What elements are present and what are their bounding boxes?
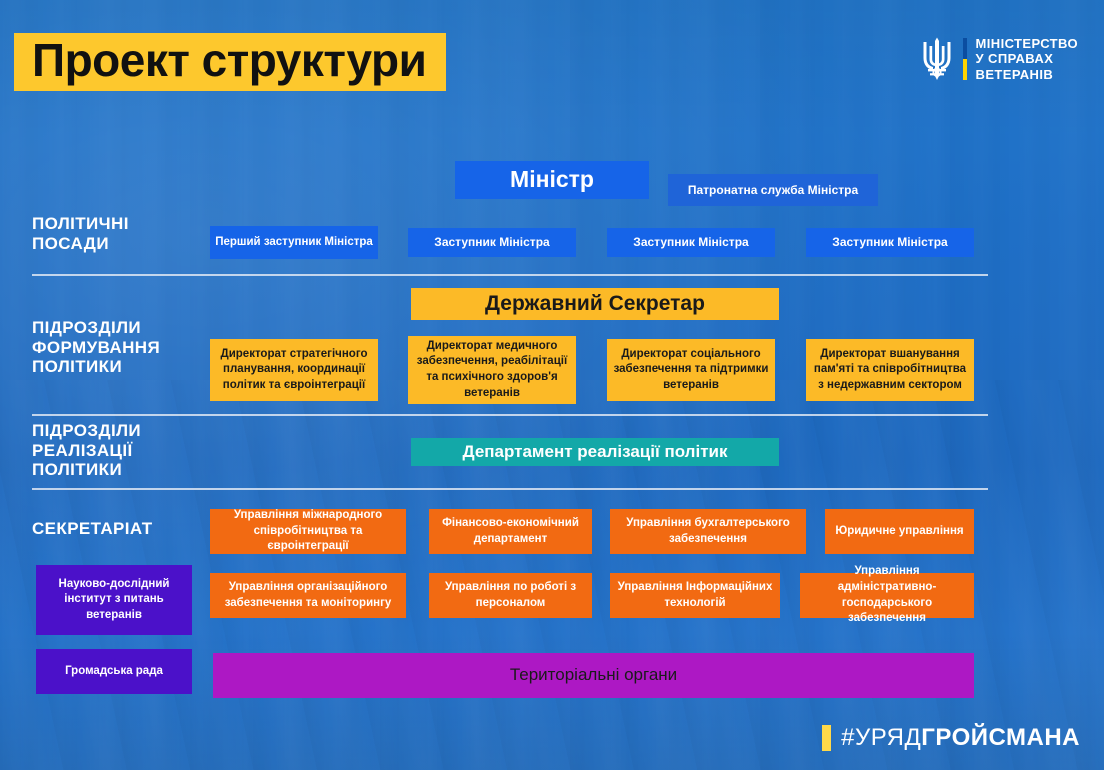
node-unit-accounting-label: Управління бухгалтерського забезпечення xyxy=(626,516,790,545)
node-unit-legal[interactable]: Юридичне управління xyxy=(825,509,974,554)
section-label-policy-forming-line3: ПОЛІТИКИ xyxy=(32,357,123,377)
ministry-logo: МІНІСТЕРСТВО У СПРАВАХ ВЕТЕРАНІВ xyxy=(920,36,1078,82)
footer-hashtag-thin: #УРЯД xyxy=(841,724,922,751)
section-label-political: ПОЛІТИЧНІ ПОСАДИ xyxy=(32,214,129,253)
node-research-institute[interactable]: Науково-дослідний інститут з питань вете… xyxy=(36,565,192,635)
node-unit-hr-label: Управління по роботі з персоналом xyxy=(444,580,577,609)
node-unit-administrative-label: Управління адміністративно-господарськог… xyxy=(837,565,937,625)
node-public-council[interactable]: Громадська рада xyxy=(36,649,192,694)
node-directorate-medical-label: Директорат медичного забезпечення, реабі… xyxy=(416,339,568,399)
node-directorate-strategic-planning-label: Директорат стратегічного планування, коо… xyxy=(220,347,368,391)
node-directorate-memory[interactable]: Директорат вшанування пам'яті та співроб… xyxy=(806,339,974,401)
node-research-institute-label: Науково-дослідний інститут з питань вете… xyxy=(58,577,170,621)
section-label-policy-forming-line1: ПІДРОЗДІЛИ xyxy=(32,318,142,337)
section-label-policy-forming: ПІДРОЗДІЛИ ФОРМУВАННЯ ПОЛІТИКИ xyxy=(32,318,160,377)
node-directorate-strategic-planning[interactable]: Директорат стратегічного планування, коо… xyxy=(210,339,378,401)
node-territorial-bodies-label: Територіальні органи xyxy=(509,665,678,685)
node-deputy-minister-2-label: Заступник Міністра xyxy=(633,235,749,250)
node-unit-finance[interactable]: Фінансово-економічний департамент xyxy=(429,509,592,554)
node-unit-organizational-label: Управління організаційного забезпечення … xyxy=(224,580,392,609)
footer-accent-bar xyxy=(822,725,832,751)
node-directorate-memory-label: Директорат вшанування пам'яті та співроб… xyxy=(813,347,967,391)
node-unit-organizational[interactable]: Управління організаційного забезпечення … xyxy=(210,573,406,618)
section-label-secretariat: СЕКРЕТАРІАТ xyxy=(32,519,153,539)
node-unit-administrative[interactable]: Управління адміністративно-господарськог… xyxy=(800,565,974,624)
node-unit-international-cooperation[interactable]: Управління міжнародного співробітництва … xyxy=(210,509,406,554)
divider-policy-forming xyxy=(32,414,988,416)
divider-policy-implementation xyxy=(32,488,988,490)
node-deputy-minister-2[interactable]: Заступник Міністра xyxy=(607,228,775,257)
node-implementation-department[interactable]: Департамент реалізації політик xyxy=(411,438,779,466)
section-label-policy-implementation-line3: ПОЛІТИКИ xyxy=(32,460,123,480)
node-unit-legal-label: Юридичне управління xyxy=(835,524,964,537)
node-unit-it[interactable]: Управління Інформаційних технологій xyxy=(610,573,780,618)
section-label-political-line1: ПОЛІТИЧНІ xyxy=(32,214,129,233)
node-deputy-minister-3[interactable]: Заступник Міністра xyxy=(806,228,974,257)
section-label-political-line2: ПОСАДИ xyxy=(32,233,109,253)
node-implementation-department-label: Департамент реалізації політик xyxy=(462,441,728,461)
node-minister[interactable]: Міністр xyxy=(455,161,649,199)
page-title: Проект структури xyxy=(32,34,427,86)
node-patronage-service-label: Патронатна служба Міністра xyxy=(687,182,859,197)
node-deputy-minister-1[interactable]: Заступник Міністра xyxy=(408,228,576,257)
node-territorial-bodies[interactable]: Територіальні органи xyxy=(213,653,974,698)
node-first-deputy-minister-label: Перший заступник Міністра xyxy=(215,235,373,248)
node-unit-finance-label: Фінансово-економічний департамент xyxy=(442,516,579,545)
section-label-policy-forming-line2: ФОРМУВАННЯ xyxy=(32,337,161,357)
node-patronage-service[interactable]: Патронатна служба Міністра xyxy=(668,174,878,206)
section-label-policy-implementation: ПІДРОЗДІЛИ РЕАЛІЗАЦІЇ ПОЛІТИКИ xyxy=(32,421,141,480)
node-unit-accounting[interactable]: Управління бухгалтерського забезпечення xyxy=(610,509,806,554)
node-public-council-label: Громадська рада xyxy=(65,664,163,677)
footer-hashtag-text: #УРЯДГРОЙСМАНА xyxy=(841,724,1080,752)
node-deputy-minister-3-label: Заступник Міністра xyxy=(832,235,948,250)
section-label-policy-implementation-line2: РЕАЛІЗАЦІЇ xyxy=(32,440,133,460)
logo-divider xyxy=(962,38,967,80)
node-minister-label: Міністр xyxy=(510,166,594,193)
node-first-deputy-minister[interactable]: Перший заступник Міністра xyxy=(210,226,378,259)
node-directorate-medical[interactable]: Директорат медичного забезпечення, реабі… xyxy=(408,336,576,404)
node-unit-international-cooperation-label: Управління міжнародного співробітництва … xyxy=(233,509,383,553)
section-label-secretariat-text: СЕКРЕТАРІАТ xyxy=(32,519,153,538)
footer-hashtag-bold: ГРОЙСМАНА xyxy=(921,724,1080,751)
logo-text-line1: МІНІСТЕРСТВО xyxy=(975,36,1078,51)
node-directorate-social[interactable]: Директорат соціального забезпечення та п… xyxy=(607,339,775,401)
divider-political xyxy=(32,274,988,276)
logo-text-line2: У СПРАВАХ xyxy=(975,51,1054,67)
page-title-banner: Проект структури xyxy=(14,33,447,92)
logo-text-line3: ВЕТЕРАНІВ xyxy=(975,66,1054,82)
node-state-secretary[interactable]: Державний Секретар xyxy=(411,288,779,320)
node-state-secretary-label: Державний Секретар xyxy=(485,291,705,315)
logo-text: МІНІСТЕРСТВО У СПРАВАХ ВЕТЕРАНІВ xyxy=(976,36,1078,82)
node-directorate-social-label: Директорат соціального забезпечення та п… xyxy=(613,347,769,391)
node-deputy-minister-1-label: Заступник Міністра xyxy=(434,235,550,250)
footer-hashtag: #УРЯДГРОЙСМАНА xyxy=(822,724,1080,752)
node-unit-hr[interactable]: Управління по роботі з персоналом xyxy=(429,573,592,618)
section-label-policy-implementation-line1: ПІДРОЗДІЛИ xyxy=(32,421,142,440)
ukraine-trident-icon xyxy=(923,37,951,80)
node-unit-it-label: Управління Інформаційних технологій xyxy=(617,580,773,609)
